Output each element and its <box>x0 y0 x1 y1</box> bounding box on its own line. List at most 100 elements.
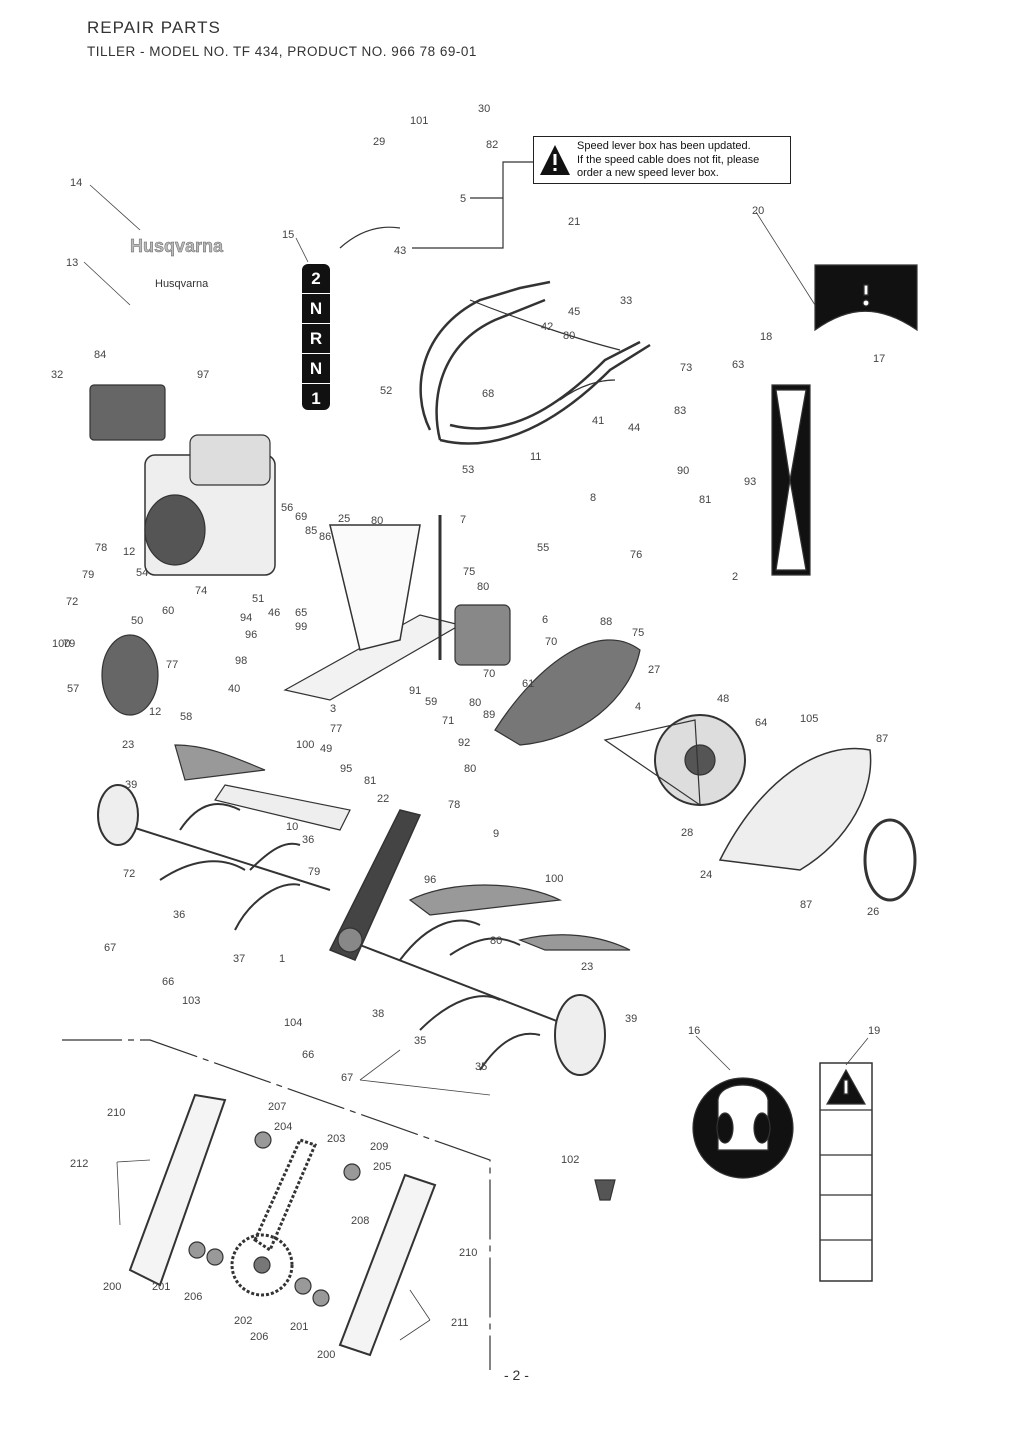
part-callout: 100 <box>296 739 314 751</box>
part-callout: 85 <box>305 525 317 537</box>
part-callout: 39 <box>625 1013 637 1025</box>
gear-label: N <box>302 354 330 384</box>
part-callout: 86 <box>319 531 331 543</box>
husqvarna-logo-large: Husqvarna <box>130 236 224 256</box>
part-callout: 98 <box>235 655 247 667</box>
part-callout: 92 <box>458 737 470 749</box>
part-callout: 76 <box>630 549 642 561</box>
part-callout: 94 <box>240 612 252 624</box>
gear-label: 2 <box>302 264 330 294</box>
part-callout: 19 <box>868 1025 880 1037</box>
part-callout: 6 <box>542 614 548 626</box>
part-callout: 80 <box>490 935 502 947</box>
part-callout: 14 <box>70 177 82 189</box>
part-callout: 20 <box>752 205 764 217</box>
part-callout: 28 <box>681 827 693 839</box>
part-callout: 200 <box>103 1281 121 1293</box>
part-callout: 81 <box>364 775 376 787</box>
part-callout: 202 <box>234 1315 252 1327</box>
part-callout: 79 <box>82 569 94 581</box>
part-callout: 210 <box>107 1107 125 1119</box>
part-callout: 78 <box>448 799 460 811</box>
part-callout: 79 <box>63 638 75 650</box>
part-callout: 21 <box>568 216 580 228</box>
part-callout: 80 <box>563 330 575 342</box>
part-callout: 95 <box>340 763 352 775</box>
notice-line-1: Speed lever box has been updated. <box>577 140 751 152</box>
part-callout: 79 <box>308 866 320 878</box>
part-callout: 40 <box>228 683 240 695</box>
part-callout: 35 <box>414 1035 426 1047</box>
part-callout: 73 <box>680 362 692 374</box>
part-callout: 206 <box>184 1291 202 1303</box>
part-callout: 65 <box>295 607 307 619</box>
part-callout: 10 <box>286 821 298 833</box>
part-callout: 22 <box>377 793 389 805</box>
part-callout: 77 <box>166 659 178 671</box>
part-callout: 81 <box>699 494 711 506</box>
part-callout: 80 <box>464 763 476 775</box>
part-callout: 11 <box>530 451 541 463</box>
part-callout: 212 <box>70 1158 88 1170</box>
part-callout: 96 <box>424 874 436 886</box>
part-callout: 16 <box>688 1025 700 1037</box>
part-callout: 29 <box>373 136 385 148</box>
part-callout: 37 <box>233 953 245 965</box>
part-callout: 211 <box>451 1317 469 1329</box>
part-callout: 39 <box>125 779 137 791</box>
page-title: REPAIR PARTS <box>87 18 221 37</box>
part-callout: 99 <box>295 621 307 633</box>
part-callout: 60 <box>162 605 174 617</box>
part-callout: 209 <box>370 1141 388 1153</box>
part-callout: 55 <box>537 542 549 554</box>
part-callout: 46 <box>268 607 280 619</box>
part-callout: 210 <box>459 1247 477 1259</box>
part-callout: 63 <box>732 359 744 371</box>
part-callout: 43 <box>394 245 406 257</box>
part-callout: 96 <box>245 629 257 641</box>
part-callout: 75 <box>463 566 475 578</box>
warning-icon <box>540 145 570 175</box>
part-callout: 102 <box>561 1154 579 1166</box>
part-callout: 1 <box>279 953 285 965</box>
page-subtitle: TILLER - MODEL NO. TF 434, PRODUCT NO. 9… <box>87 44 477 59</box>
part-callout: 24 <box>700 869 712 881</box>
part-callout: 7 <box>460 514 466 526</box>
notice-line-2: If the speed cable does not fit, please <box>577 153 760 166</box>
page-header: REPAIR PARTS TILLER - MODEL NO. TF 434, … <box>87 18 477 59</box>
part-callout: 12 <box>149 706 161 718</box>
part-callout: 26 <box>867 906 879 918</box>
gear-label: R <box>302 324 330 354</box>
part-callout: 69 <box>295 511 307 523</box>
part-callout: 61 <box>522 678 534 690</box>
part-callout: 45 <box>568 306 580 318</box>
part-callout: 206 <box>250 1331 268 1343</box>
part-callout: 66 <box>302 1049 314 1061</box>
part-callout: 100 <box>52 638 70 650</box>
part-callout: 207 <box>268 1101 286 1113</box>
part-callout: 88 <box>600 616 612 628</box>
part-callout: 12 <box>123 546 135 558</box>
part-callout: 91 <box>409 685 421 697</box>
part-callout: 70 <box>545 636 557 648</box>
part-callout: 54 <box>136 567 148 579</box>
part-callout: 100 <box>545 873 563 885</box>
part-callout: 52 <box>380 385 392 397</box>
part-callout: 208 <box>351 1215 369 1227</box>
part-callout: 41 <box>592 415 604 427</box>
part-callout: 200 <box>317 1349 335 1361</box>
part-callout: 80 <box>469 697 481 709</box>
part-callout: 36 <box>302 834 314 846</box>
part-callout: 66 <box>162 976 174 988</box>
part-callout: 90 <box>677 465 689 477</box>
part-callout: 56 <box>281 502 293 514</box>
part-callout: 33 <box>620 295 632 307</box>
part-callout: 87 <box>800 899 812 911</box>
part-callout: 17 <box>873 353 885 365</box>
part-callout: 23 <box>581 961 593 973</box>
part-callout: 97 <box>197 369 209 381</box>
part-callout: 48 <box>717 693 729 705</box>
part-callout: 72 <box>66 596 78 608</box>
part-callout: 67 <box>341 1072 353 1084</box>
